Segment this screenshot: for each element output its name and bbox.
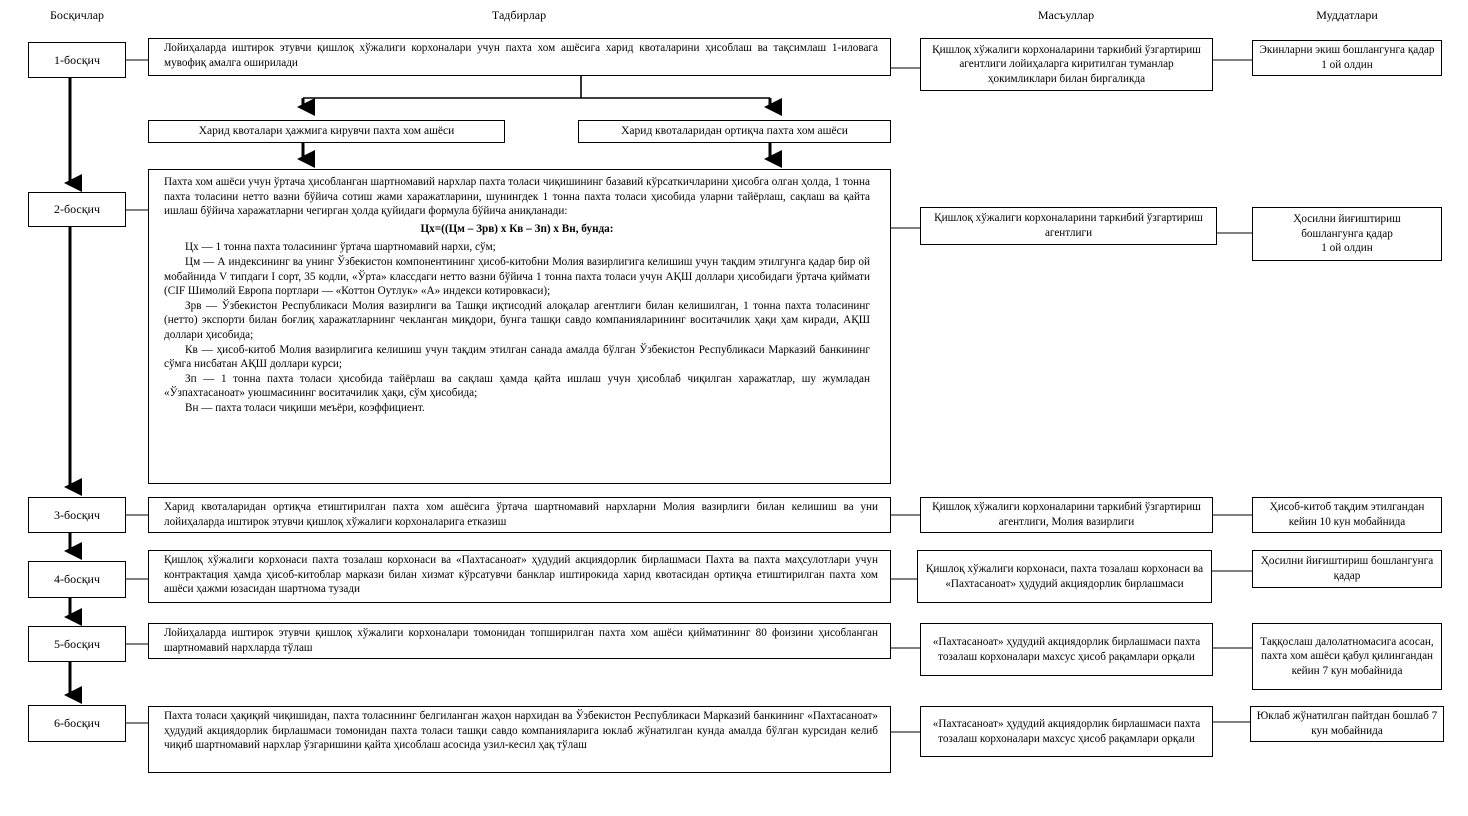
stage-2-responsible: Қишлоқ хўжалиги корхоналарини таркибий ў…: [920, 207, 1217, 245]
stage-2-formula: Цх=((Цм – Зрв) х Кв – Зп) х Вн, бунда:: [420, 222, 614, 235]
stage-5-responsible-text: «Пахтасаноат» ҳудудий акциядорлик бирлаш…: [932, 635, 1201, 663]
stage-2-def-vn: Вн — пахта толаси чиқиши меъёри, коэффиц…: [185, 401, 425, 414]
stage-3-responsible: Қишлоқ хўжалиги корхоналарини таркибий ў…: [920, 497, 1213, 533]
stage-1-action: Лойиҳаларда иштирок этувчи қишлоқ хўжали…: [148, 38, 891, 76]
stage-2-box: 2-босқич: [28, 192, 126, 227]
stage-5-deadline: Таққослаш далолатномасига асосан, пахта …: [1252, 623, 1442, 690]
stage-5-responsible: «Пахтасаноат» ҳудудий акциядорлик бирлаш…: [920, 623, 1213, 676]
stage-4-responsible-text: Қишлоқ хўжалиги корхонаси, пахта тозалаш…: [925, 562, 1204, 590]
stage-1-deadline-text: Экинларни экиш бошлангунга қадар 1 ой ол…: [1259, 44, 1435, 71]
stage-2-action: Пахта хом ашёси учун ўртача ҳисобланган …: [148, 169, 891, 484]
stage-5-action-text: Лойиҳаларда иштирок этувчи қишлоқ хўжали…: [164, 627, 878, 654]
stage-3-action-text: Харид квоталаридан ортиқча етиштирилган …: [164, 501, 878, 528]
stage-2-def-kv: Кв — ҳисоб-китоб Молия вазирлигига келиш…: [164, 343, 870, 371]
stage-1-responsible-text: Қишлоқ хўжалиги корхоналарини таркибий ў…: [932, 43, 1201, 85]
stage-6-action: Пахта толаси ҳақиқий чиқишидан, пахта то…: [148, 706, 891, 773]
stage-6-action-text: Пахта толаси ҳақиқий чиқишидан, пахта то…: [164, 710, 878, 752]
stage-2-intro: Пахта хом ашёси учун ўртача ҳисобланган …: [164, 176, 870, 218]
branch-right-box: Харид квоталаридан ортиқча пахта хом ашё…: [578, 120, 891, 143]
stage-1-box: 1-босқич: [28, 42, 126, 78]
stage-4-deadline-text: Ҳосилни йиғиштириш бошлангунга қадар: [1260, 555, 1434, 582]
stage-2-label: 2-босқич: [53, 202, 100, 217]
stage-3-responsible-text: Қишлоқ хўжалиги корхоналарини таркибий ў…: [932, 501, 1201, 528]
stage-4-box: 4-босқич: [28, 561, 126, 598]
stage-6-responsible-text: «Пахтасаноат» ҳудудий акциядорлик бирлаш…: [932, 717, 1201, 745]
stage-2-deadline-text: Ҳосилни йиғиштириш бошлангунга қадар 1 о…: [1293, 213, 1401, 255]
stage-6-deadline: Юклаб жўнатилган пайтдан бошлаб 7 кун мо…: [1250, 706, 1444, 742]
stage-2-responsible-text: Қишлоқ хўжалиги корхоналарини таркибий ў…: [934, 212, 1203, 239]
stage-6-label: 6-босқич: [53, 716, 100, 731]
stage-4-action-text: Қишлоқ хўжалиги корхонаси пахта тозалаш …: [164, 554, 878, 596]
stage-3-deadline-text: Ҳисоб-китоб тақдим этилгандан кейин 10 к…: [1269, 501, 1425, 528]
stage-6-deadline-text: Юклаб жўнатилган пайтдан бошлаб 7 кун мо…: [1256, 710, 1438, 737]
stage-2-def-zrv: Зрв — Ўзбекистон Республикаси Молия вази…: [164, 299, 870, 341]
branch-right-text: Харид квоталаридан ортиқча пахта хом ашё…: [621, 125, 848, 138]
stage-5-label: 5-босқич: [53, 636, 100, 651]
stage-5-box: 5-босқич: [28, 626, 126, 662]
stage-2-def-cm: Цм — А индексининг ва унинг Ўзбекистон к…: [164, 255, 870, 298]
stage-2-def-zp: Зп — 1 тонна пахта толаси ҳисобида тайёр…: [164, 372, 870, 400]
branch-left-text: Харид квоталари ҳажмига кирувчи пахта хо…: [198, 125, 455, 138]
stage-2-def-cx: Цх — 1 тонна пахта толасининг ўртача шар…: [185, 241, 496, 254]
header-actions: Тадбирлар: [491, 8, 547, 22]
stage-6-responsible: «Пахтасаноат» ҳудудий акциядорлик бирлаш…: [920, 706, 1213, 757]
stage-4-deadline: Ҳосилни йиғиштириш бошлангунга қадар: [1252, 550, 1442, 588]
stage-4-label: 4-босқич: [53, 572, 100, 587]
header-deadlines: Муддатлари: [1316, 8, 1378, 22]
stage-4-action: Қишлоқ хўжалиги корхонаси пахта тозалаш …: [148, 550, 891, 603]
header-responsible: Масъуллар: [1037, 8, 1095, 22]
stage-3-label: 3-босқич: [53, 507, 100, 522]
stage-1-responsible: Қишлоқ хўжалиги корхоналарини таркибий ў…: [920, 38, 1213, 91]
stage-6-box: 6-босқич: [28, 705, 126, 742]
stage-2-deadline: Ҳосилни йиғиштириш бошлангунга қадар 1 о…: [1252, 207, 1442, 261]
stage-5-deadline-text: Таққослаш далолатномасига асосан, пахта …: [1260, 635, 1434, 677]
stage-4-responsible: Қишлоқ хўжалиги корхонаси, пахта тозалаш…: [917, 550, 1212, 603]
stage-3-box: 3-босқич: [28, 497, 126, 533]
stage-1-label: 1-босқич: [53, 52, 100, 67]
stage-5-action: Лойиҳаларда иштирок этувчи қишлоқ хўжали…: [148, 623, 891, 659]
stage-1-action-text: Лойиҳаларда иштирок этувчи қишлоқ хўжали…: [164, 42, 878, 69]
branch-left-box: Харид квоталари ҳажмига кирувчи пахта хо…: [148, 120, 505, 143]
header-stages: Босқичлар: [49, 8, 105, 22]
stage-1-deadline: Экинларни экиш бошлангунга қадар 1 ой ол…: [1252, 40, 1442, 76]
stage-3-action: Харид квоталаридан ортиқча етиштирилган …: [148, 497, 891, 533]
stage-3-deadline: Ҳисоб-китоб тақдим этилгандан кейин 10 к…: [1252, 497, 1442, 533]
